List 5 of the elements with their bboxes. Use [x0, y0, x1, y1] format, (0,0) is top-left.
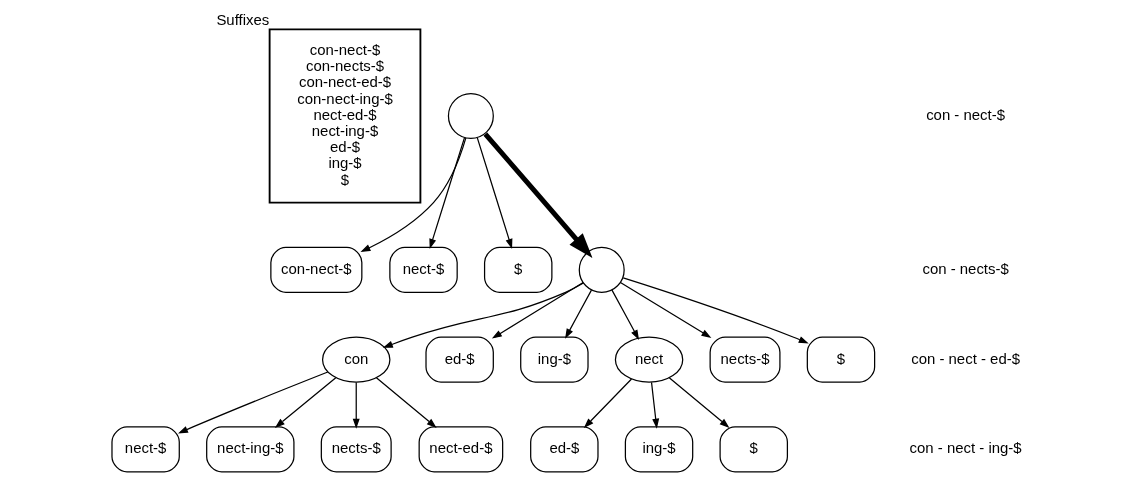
- label: con - nects-$: [922, 259, 1009, 277]
- label: con - nect-$: [926, 105, 1006, 123]
- label: con - nect - ed-$: [911, 349, 1020, 367]
- node-label: Suffixes: [216, 11, 270, 29]
- label: con - nect - ing-$: [909, 439, 1022, 457]
